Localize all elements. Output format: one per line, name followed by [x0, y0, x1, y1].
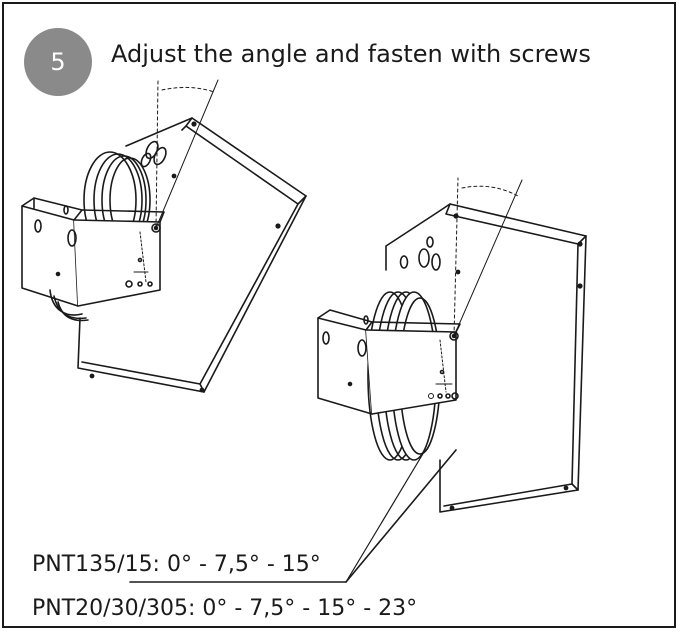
step-number-badge: 5: [24, 28, 92, 96]
spec-pnt20-30-305: PNT20/30/305: 0° - 7,5° - 15° - 23°: [32, 596, 418, 621]
step-title: Adjust the angle and fasten with screws: [111, 40, 591, 68]
left-speaker-drawing: [21, 79, 307, 393]
step-number: 5: [50, 48, 66, 76]
right-speaker-drawing: [317, 177, 587, 513]
leader-lines: [129, 449, 457, 583]
spec-pnt135: PNT135/15: 0° - 7,5° - 15°: [32, 552, 321, 577]
